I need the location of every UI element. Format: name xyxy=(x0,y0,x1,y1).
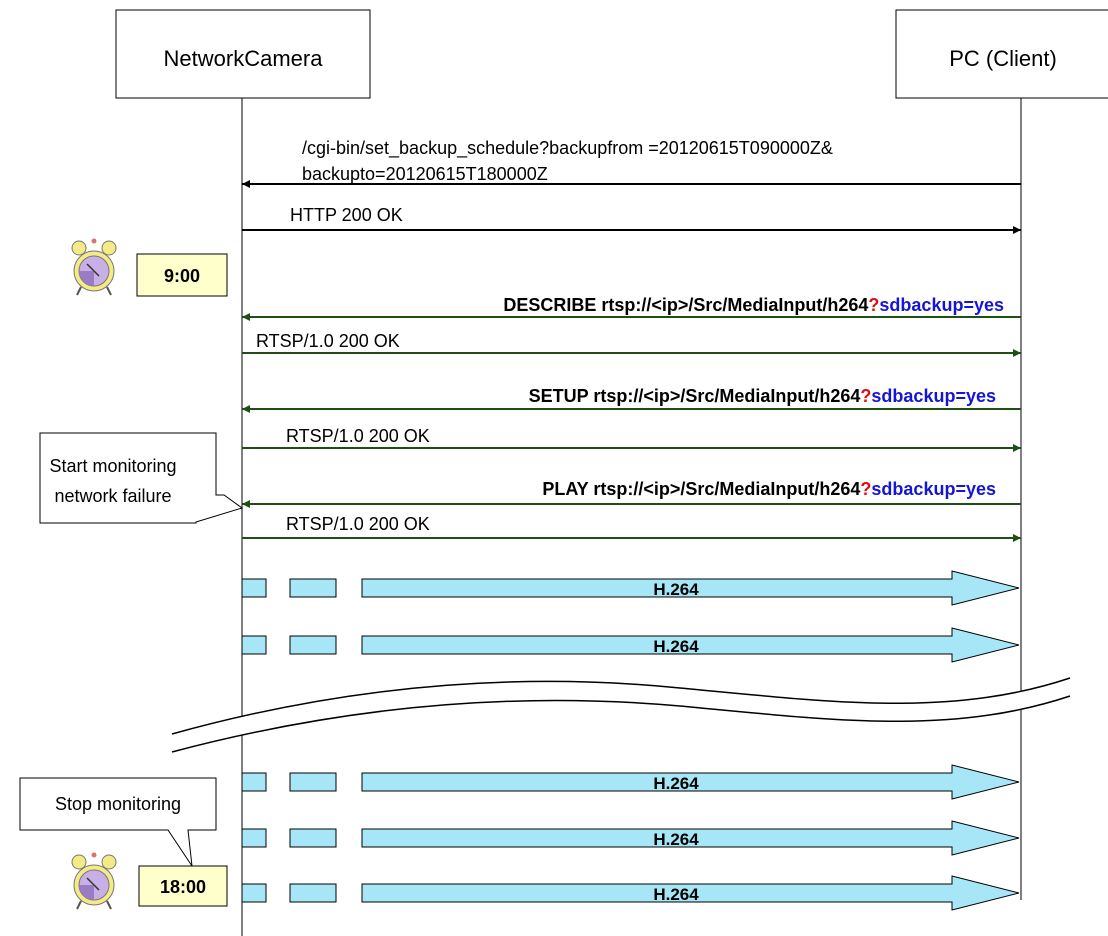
svg-text:DESCRIBE rtsp://<ip>/Src/Media: DESCRIBE rtsp://<ip>/Src/MediaInput/h264… xyxy=(503,295,1004,315)
time-start-label: 9:00 xyxy=(164,266,200,286)
h264-label: H.264 xyxy=(653,885,699,904)
time-break xyxy=(171,677,1071,753)
participant-camera-label: NetworkCamera xyxy=(164,46,324,71)
participant-client-label: PC (Client) xyxy=(949,46,1057,71)
alarm-clock-icon xyxy=(71,851,117,910)
setup-query-mark: ? xyxy=(860,386,871,406)
describe-request: DESCRIBE rtsp://<ip>/Src/MediaInput/h264 xyxy=(503,295,868,315)
h264-stream: H.264 xyxy=(241,627,1020,663)
message-describe: DESCRIBE rtsp://<ip>/Src/MediaInput/h264… xyxy=(242,295,1021,321)
time-box-start: 9:00 xyxy=(136,253,228,297)
play-request: PLAY rtsp://<ip>/Src/MediaInput/h264 xyxy=(542,479,860,499)
message-setup-ok: RTSP/1.0 200 OK xyxy=(242,426,1021,452)
h264-stream: H.264 xyxy=(241,764,1020,800)
setup-query-param: sdbackup=yes xyxy=(871,386,996,406)
time-end-label: 18:00 xyxy=(160,877,206,897)
set-schedule-text-line1: /cgi-bin/set_backup_schedule?backupfrom … xyxy=(302,138,833,159)
message-http-ok: HTTP 200 OK xyxy=(242,205,1021,234)
play-query-mark: ? xyxy=(860,479,871,499)
time-box-end: 18:00 xyxy=(138,865,228,907)
h264-label: H.264 xyxy=(653,580,699,599)
h264-label: H.264 xyxy=(653,830,699,849)
h264-label: H.264 xyxy=(653,637,699,656)
http-ok-label: HTTP 200 OK xyxy=(290,205,403,225)
h264-stream: H.264 xyxy=(241,820,1020,856)
message-describe-ok: RTSP/1.0 200 OK xyxy=(242,331,1021,357)
participant-camera: NetworkCamera xyxy=(115,9,371,99)
setup-request: SETUP rtsp://<ip>/Src/MediaInput/h264 xyxy=(529,386,861,406)
set-schedule-text-line2: backupto=20120615T180000Z xyxy=(302,164,548,184)
setup-ok-label: RTSP/1.0 200 OK xyxy=(286,426,430,446)
h264-label: H.264 xyxy=(653,774,699,793)
callout-start-line2: network failure xyxy=(54,486,171,506)
play-query-param: sdbackup=yes xyxy=(871,479,996,499)
h264-stream: H.264 xyxy=(241,570,1020,606)
message-play-ok: RTSP/1.0 200 OK xyxy=(242,514,1021,542)
svg-text:SETUP rtsp://<ip>/Src/MediaInp: SETUP rtsp://<ip>/Src/MediaInput/h264?sd… xyxy=(529,386,996,406)
message-play: PLAY rtsp://<ip>/Src/MediaInput/h264?sdb… xyxy=(242,479,1021,508)
alarm-clock-icon xyxy=(71,237,117,296)
play-ok-label: RTSP/1.0 200 OK xyxy=(286,514,430,534)
callout-stop-monitoring: Stop monitoring xyxy=(19,777,217,867)
svg-text:PLAY rtsp://<ip>/Src/MediaInpu: PLAY rtsp://<ip>/Src/MediaInput/h264?sdb… xyxy=(542,479,996,499)
describe-query-mark: ? xyxy=(868,295,879,315)
message-setup: SETUP rtsp://<ip>/Src/MediaInput/h264?sd… xyxy=(242,386,1021,413)
callout-start-line1: Start monitoring xyxy=(49,456,176,476)
describe-query-param: sdbackup=yes xyxy=(879,295,1004,315)
message-set-backup-schedule: /cgi-bin/set_backup_schedule?backupfrom … xyxy=(242,138,1021,188)
describe-ok-label: RTSP/1.0 200 OK xyxy=(256,331,400,351)
callout-start-monitoring: Start monitoring network failure xyxy=(39,432,244,524)
participant-client: PC (Client) xyxy=(895,9,1108,99)
callout-stop-label: Stop monitoring xyxy=(55,794,181,814)
h264-stream: H.264 xyxy=(241,875,1020,911)
